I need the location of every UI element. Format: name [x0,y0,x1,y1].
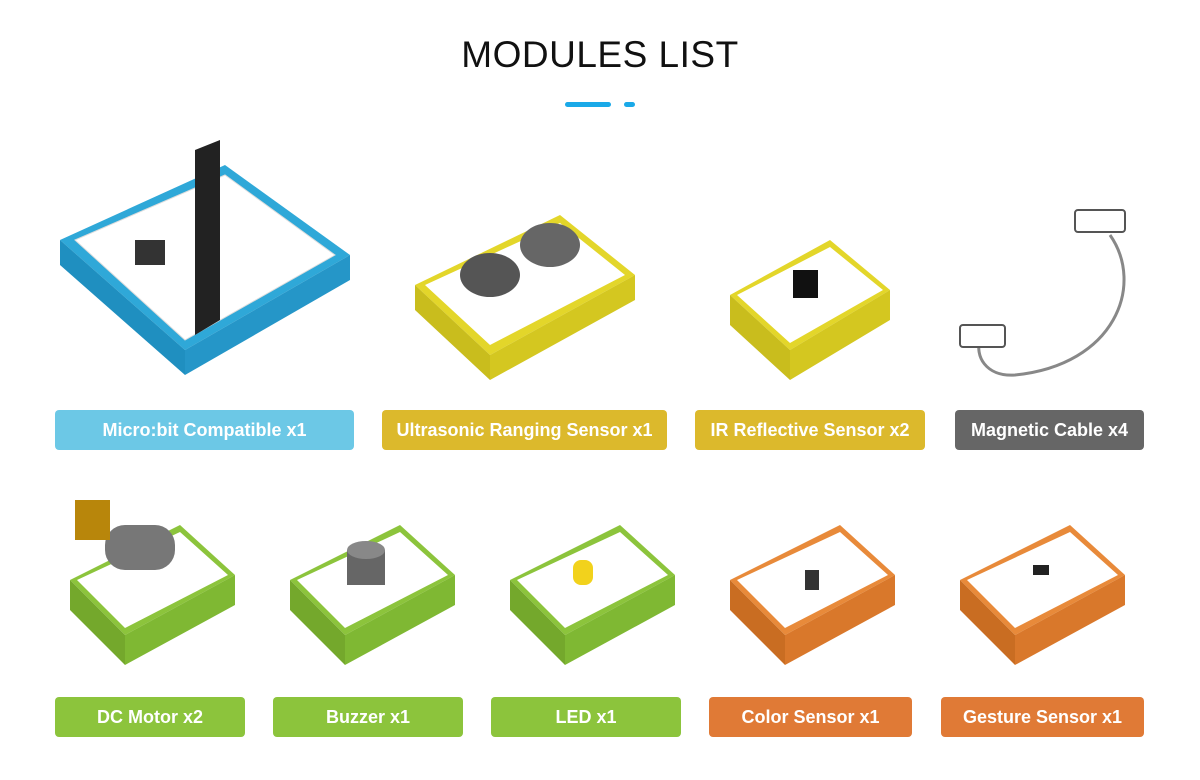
label-magnetic-cable: Magnetic Cable x4 [955,410,1144,450]
buzzer-module-image [290,525,455,665]
label-led: LED x1 [491,697,681,737]
label-gesture-sensor: Gesture Sensor x1 [941,697,1144,737]
label-ultrasonic: Ultrasonic Ranging Sensor x1 [382,410,667,450]
microbit-module-image [60,140,350,375]
dc-motor-module-image [70,500,235,665]
gesture-sensor-module-image [960,525,1125,665]
magnetic-cable-image [959,209,1126,377]
label-dc-motor: DC Motor x2 [55,697,245,737]
color-sensor-module-image [730,525,895,665]
title-underline-short [624,102,635,107]
page-title: MODULES LIST [461,34,739,75]
ir-module-image [730,240,890,380]
ultrasonic-module-image [415,215,635,380]
label-microbit: Micro:bit Compatible x1 [55,410,354,450]
label-buzzer: Buzzer x1 [273,697,463,737]
label-color-sensor: Color Sensor x1 [709,697,912,737]
label-ir-reflective: IR Reflective Sensor x2 [695,410,925,450]
title-underline-long [565,102,611,107]
led-module-image [510,525,675,665]
